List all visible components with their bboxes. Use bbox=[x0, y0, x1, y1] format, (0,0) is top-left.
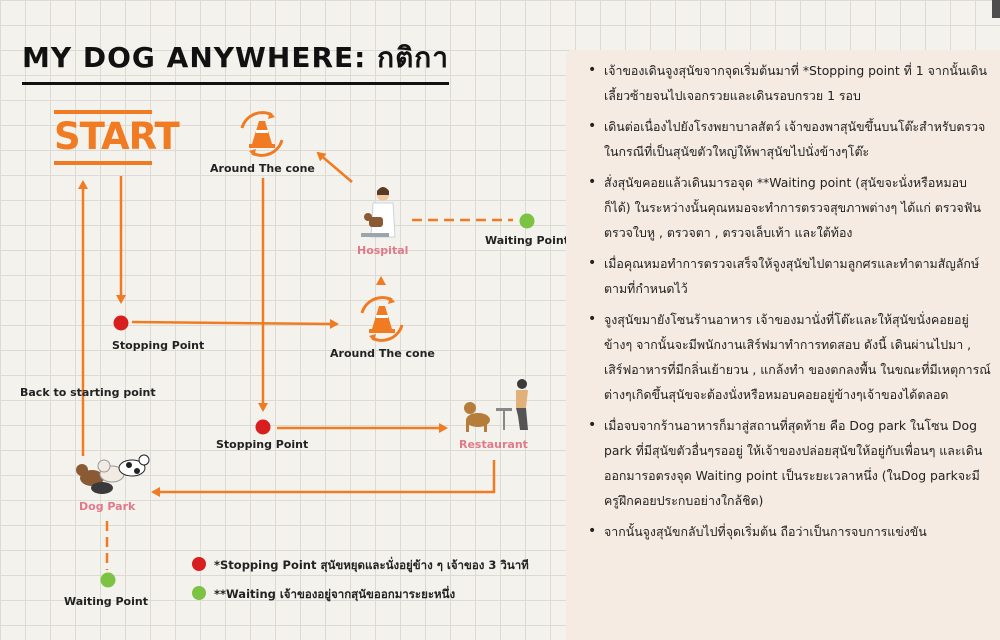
label-restaurant: Restaurant bbox=[459, 438, 528, 451]
rule-text: จูงสุนัขมายังโซนร้านอาหาร เจ้าของมานั่งท… bbox=[604, 312, 991, 402]
rule-text: เจ้าของเดินจูงสุนัขจากจุดเริ่มต้นมาที่ *… bbox=[604, 63, 988, 103]
rule-text: จากนั้นจูงสุนัขกลับไปที่จุดเริ่มต้น ถือว… bbox=[604, 524, 927, 539]
label-back-to-start: Back to starting point bbox=[20, 386, 156, 399]
course-diagram bbox=[76, 111, 535, 588]
rule-text: เดินต่อเนื่องไปยังโรงพยาบาลสัตว์ เจ้าของ… bbox=[604, 119, 986, 159]
waiting-point-bottom-dot bbox=[100, 572, 116, 588]
page-title: MY DOG ANYWHERE: กติกา bbox=[22, 36, 449, 85]
rule-text: สั่งสุนัขคอยแล้วเดินมารอจุด **Waiting po… bbox=[604, 175, 981, 240]
rule-item: •เดินต่อเนื่องไปยังโรงพยาบาลสัตว์ เจ้าขอ… bbox=[588, 118, 986, 159]
legend-waiting-dot bbox=[192, 586, 206, 600]
label-hospital: Hospital bbox=[357, 244, 409, 257]
rule-item: •เจ้าของเดินจูงสุนัขจากจุดเริ่มต้นมาที่ … bbox=[588, 62, 988, 103]
rules-list: •เจ้าของเดินจูงสุนัขจากจุดเริ่มต้นมาที่ … bbox=[566, 50, 1000, 544]
traffic-cone-icon-mid bbox=[360, 296, 404, 342]
rule-item: •จูงสุนัขมายังโซนร้านอาหาร เจ้าของมานั่ง… bbox=[588, 311, 991, 402]
arrow-stop1-to-cone bbox=[131, 318, 339, 329]
legend-stopping: *Stopping Point สุนัขหยุดและนั่งอยู่ข้าง… bbox=[192, 557, 529, 575]
label-around-cone-mid: Around The cone bbox=[330, 347, 435, 360]
rule-text: เมื่อจบจากร้านอาหารก็มาสู่สถานที่สุดท้าย… bbox=[604, 418, 983, 508]
arrow-hospital-to-cone bbox=[316, 151, 353, 183]
start-logo: START bbox=[54, 110, 180, 165]
dog-cafe-icon bbox=[464, 379, 528, 432]
traffic-cone-icon-top bbox=[240, 111, 284, 157]
label-dog-park: Dog Park bbox=[79, 500, 136, 513]
label-stopping-point-1: Stopping Point bbox=[112, 339, 205, 352]
rule-item: •เมื่อจบจากร้านอาหารก็มาสู่สถานที่สุดท้า… bbox=[588, 417, 983, 508]
legend-waiting-text: **Waiting เจ้าของอยู่จากสุนัขออกมาระยะหน… bbox=[214, 587, 456, 601]
label-waiting-point-right: Waiting Point bbox=[485, 234, 569, 247]
label-waiting-point-bottom: Waiting Point bbox=[64, 595, 148, 608]
label-around-cone-top: Around The cone bbox=[210, 162, 315, 175]
rule-item: •เมื่อคุณหมอทำการตรวจเสร็จให้จูงสุนัขไปต… bbox=[588, 255, 980, 296]
waiting-point-right-dot bbox=[519, 213, 535, 229]
arrow-restaurant-to-dogpark bbox=[151, 460, 496, 497]
label-stopping-point-2: Stopping Point bbox=[216, 438, 309, 451]
corner-strip bbox=[992, 0, 1000, 18]
stopping-point-1-dot bbox=[113, 315, 129, 331]
legend-waiting: **Waiting เจ้าของอยู่จากสุนัขออกมาระยะหน… bbox=[192, 586, 456, 604]
rule-text: เมื่อคุณหมอทำการตรวจเสร็จให้จูงสุนัขไปตา… bbox=[604, 256, 980, 296]
rule-item: •สั่งสุนัขคอยแล้วเดินมารอจุด **Waiting p… bbox=[588, 174, 981, 240]
rules-panel: •เจ้าของเดินจูงสุนัขจากจุดเริ่มต้นมาที่ … bbox=[566, 50, 1000, 640]
dog-group-icon bbox=[76, 454, 150, 494]
start-label: START bbox=[54, 115, 180, 158]
legend-stopping-dot bbox=[192, 557, 206, 571]
veterinarian-icon bbox=[361, 187, 396, 238]
stopping-point-2-dot bbox=[255, 419, 271, 435]
rule-item: •จากนั้นจูงสุนัขกลับไปที่จุดเริ่มต้น ถือ… bbox=[588, 523, 927, 539]
legend-stopping-text: *Stopping Point สุนัขหยุดและนั่งอยู่ข้าง… bbox=[214, 558, 529, 572]
